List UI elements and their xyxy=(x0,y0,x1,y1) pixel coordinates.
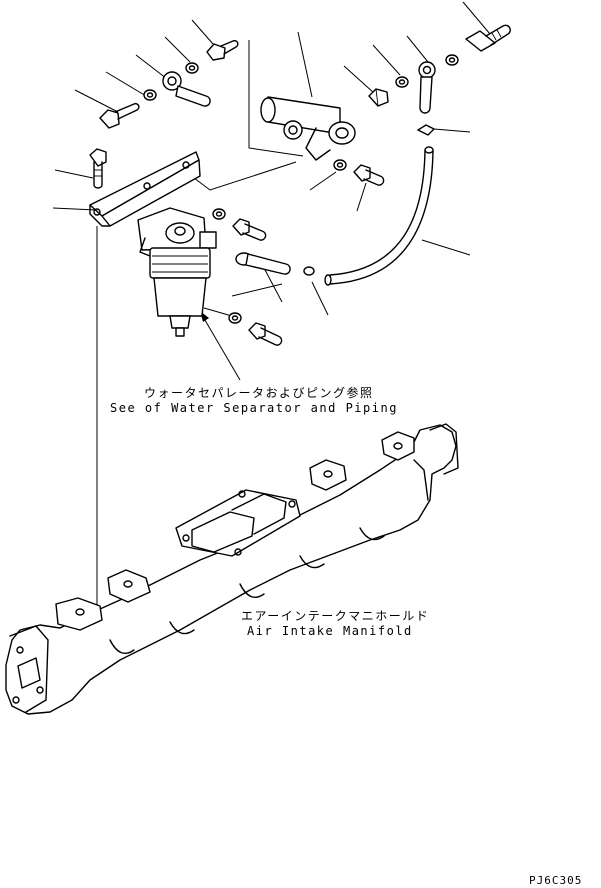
leader-lines xyxy=(52,1,491,608)
washer xyxy=(185,62,199,74)
bolt-upper-left xyxy=(206,39,239,61)
clip xyxy=(417,124,435,136)
banjo-fitting-right xyxy=(418,61,436,114)
bolt-filter-right xyxy=(232,218,267,241)
fuel-hose xyxy=(324,146,434,286)
pipe-assembly xyxy=(260,96,356,161)
banjo-fitting-left xyxy=(162,71,211,107)
drawing-code: PJ6C305 xyxy=(529,874,583,887)
bolt-center xyxy=(353,164,385,186)
intake-manifold-label-jp: エアーインテークマニホールド xyxy=(241,609,430,623)
mounting-bracket xyxy=(89,151,201,227)
bolt-left xyxy=(99,102,140,129)
washer xyxy=(228,312,242,324)
bolt-top-right xyxy=(465,24,511,52)
water-separator xyxy=(137,207,217,337)
washer xyxy=(212,208,226,220)
bolt-lower-filter xyxy=(248,322,283,346)
washer xyxy=(395,76,409,88)
washer xyxy=(143,89,157,101)
air-intake-manifold xyxy=(5,423,459,715)
water-separator-label-jp: ウォータセパレータおよびピング参照 xyxy=(144,386,374,400)
water-separator-label-en: See of Water Separator and Piping xyxy=(110,401,398,415)
washer xyxy=(333,159,347,171)
washer xyxy=(445,54,459,66)
hollow-bolt xyxy=(235,252,291,275)
intake-manifold-label-en: Air Intake Manifold xyxy=(247,624,413,638)
stud-bolt-left xyxy=(89,148,107,189)
union-nipple xyxy=(368,88,389,107)
washer xyxy=(303,266,315,276)
